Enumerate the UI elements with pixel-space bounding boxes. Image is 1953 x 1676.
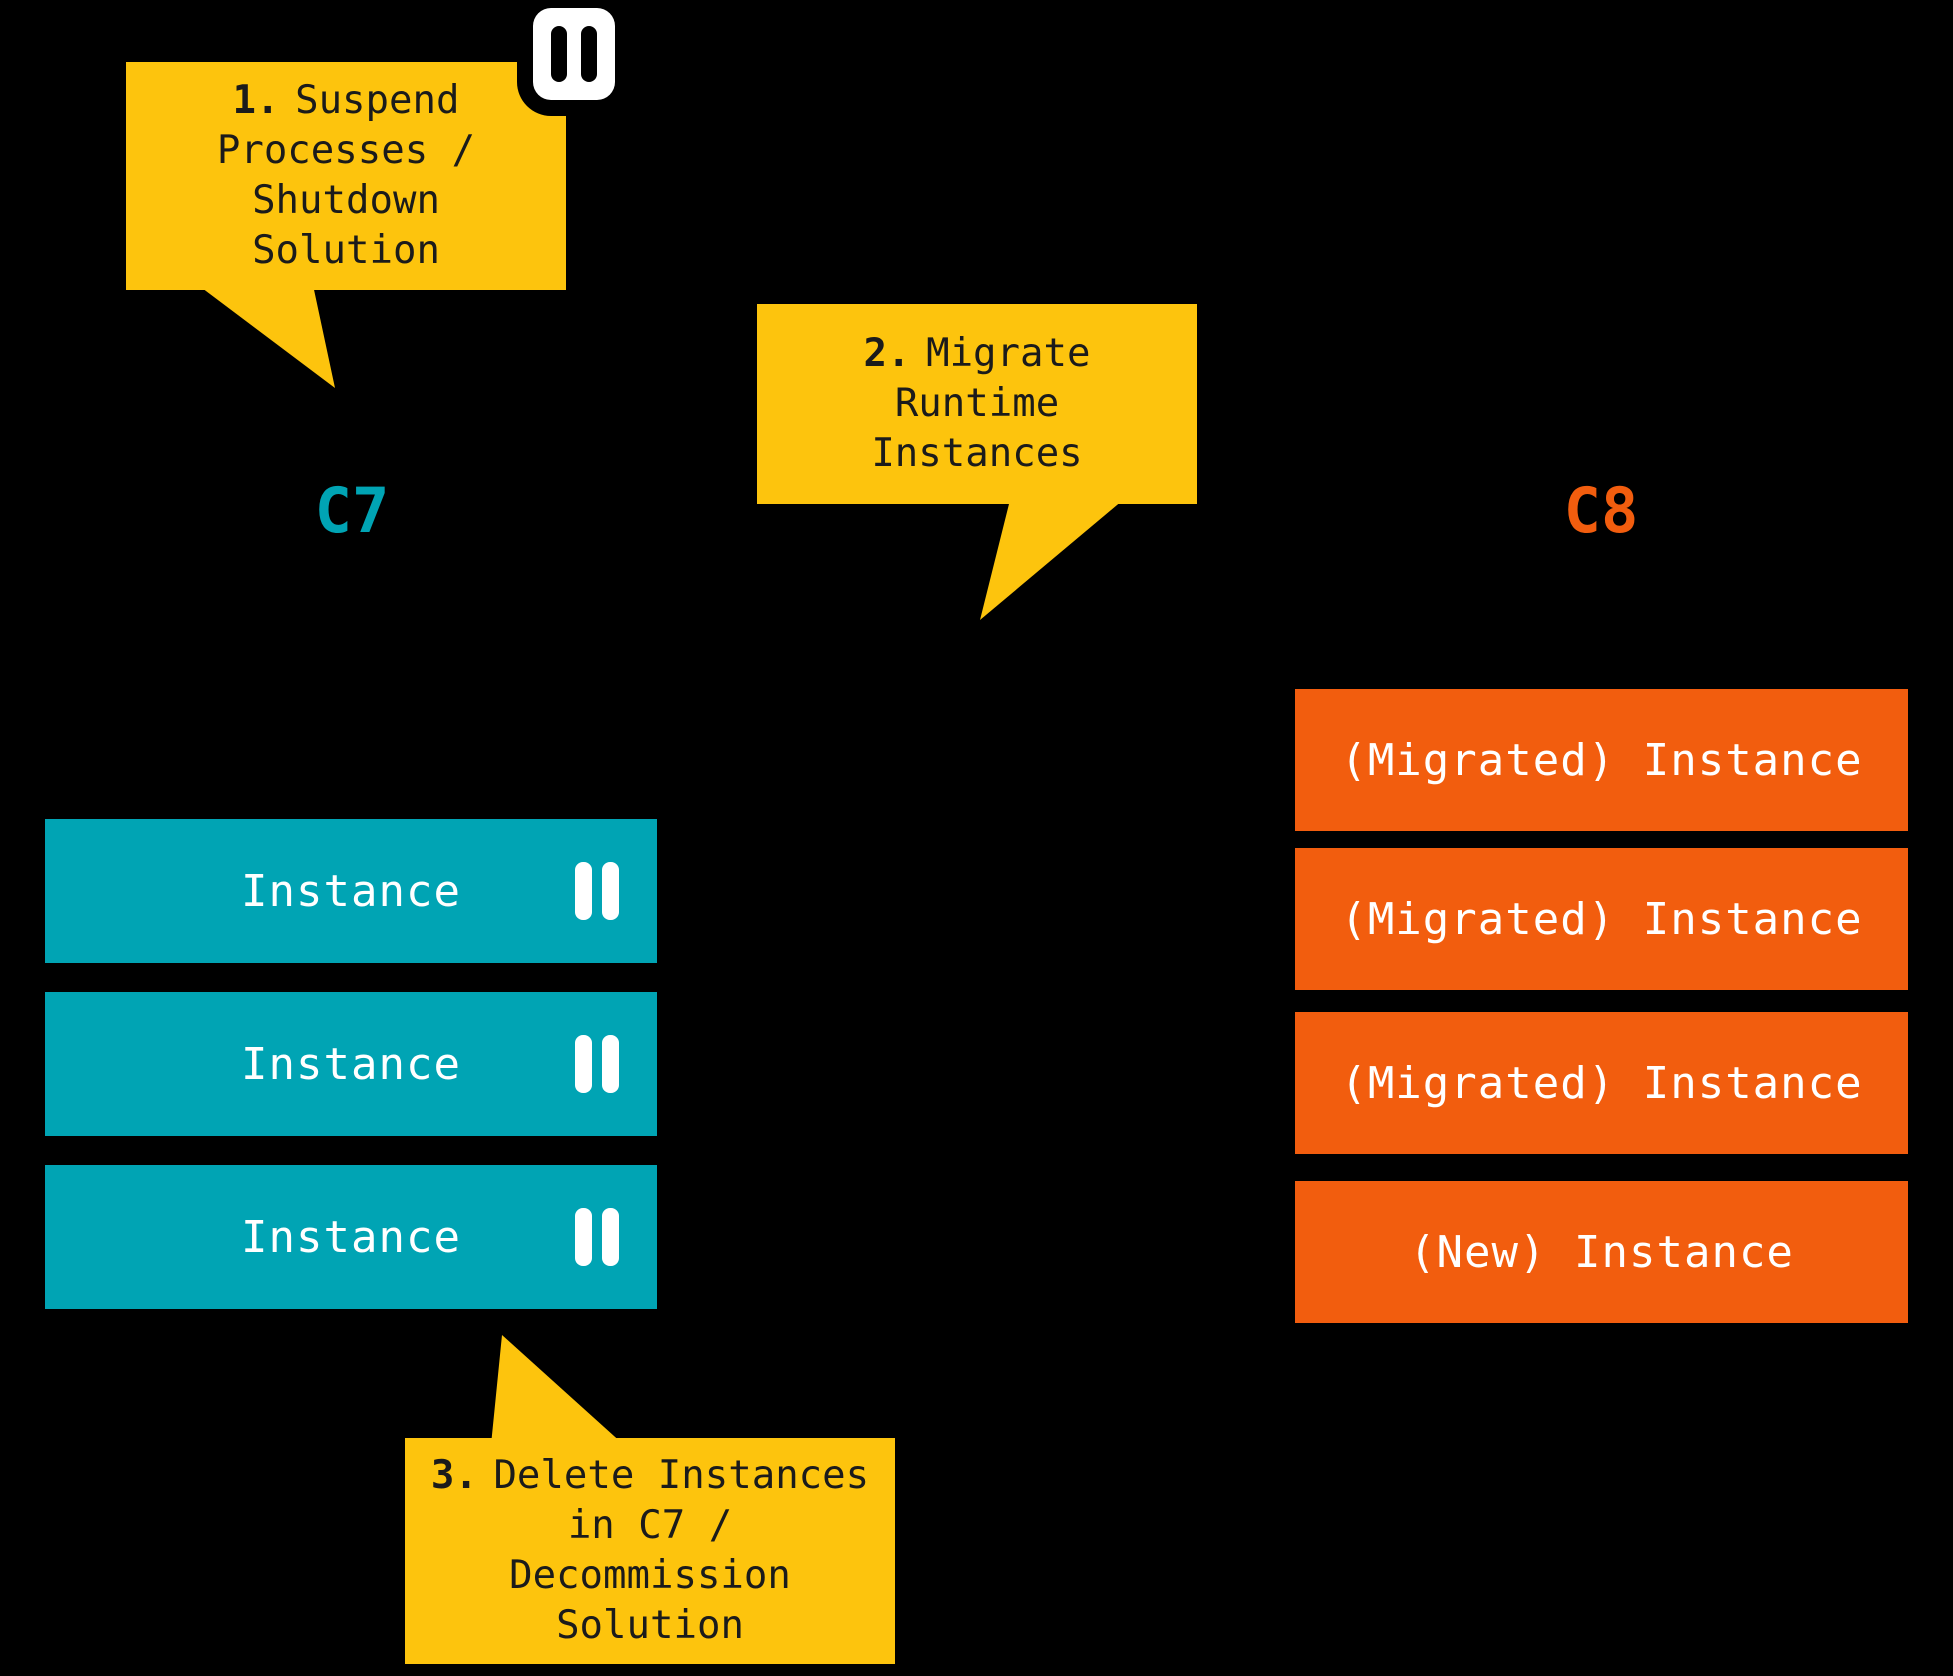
step-number: 1. — [232, 78, 280, 123]
pause-bar — [602, 862, 619, 920]
c8-instance-box: (Migrated) Instance — [1295, 1012, 1908, 1154]
c8-instance-box: (Migrated) Instance — [1295, 848, 1908, 990]
pause-bar — [575, 1035, 592, 1093]
callout-line: Shutdown — [252, 178, 440, 223]
c8-instance-box: (Migrated) Instance — [1295, 689, 1908, 831]
callout-1-tail — [198, 285, 335, 388]
pause-icon — [533, 8, 615, 100]
callout-text: Migrate — [926, 331, 1091, 376]
instance-label: (Migrated) Instance — [1340, 734, 1863, 786]
pause-bar — [602, 1035, 619, 1093]
instance-label: Instance — [241, 1211, 461, 1263]
callout-step-3: 3.Delete Instances in C7 / Decommission … — [405, 1438, 895, 1664]
pause-bar — [575, 862, 592, 920]
callout-line: Processes / — [216, 128, 476, 173]
instance-label: Instance — [241, 865, 461, 917]
step-number: 3. — [430, 1453, 478, 1498]
pause-bar — [602, 1208, 619, 1266]
callout-line: 1. Suspend — [233, 76, 460, 126]
c8-instance-box: (New) Instance — [1295, 1181, 1908, 1323]
c7-instance-box: Instance — [45, 819, 657, 963]
instance-label: (Migrated) Instance — [1340, 1057, 1863, 1109]
instance-label: Instance — [241, 1038, 461, 1090]
c7-column-label: C7 — [314, 474, 390, 547]
callout-step-2: 2. Migrate Runtime Instances — [757, 304, 1197, 504]
pause-bar — [551, 26, 567, 82]
callout-3-tail — [491, 1335, 624, 1445]
callout-line: Solution — [252, 228, 440, 273]
callout-line: in C7 / — [567, 1503, 733, 1548]
instance-label: (New) Instance — [1409, 1226, 1794, 1278]
callout-text: Delete Instances — [493, 1453, 870, 1498]
pause-icon — [575, 1208, 619, 1266]
pause-icon — [575, 862, 619, 920]
callout-text: Suspend — [295, 78, 460, 123]
c7-instance-box: Instance — [45, 992, 657, 1136]
pause-bar — [575, 1208, 592, 1266]
callout-line: Instances — [871, 431, 1083, 476]
callout-step-1: 1. Suspend Processes / Shutdown Solution — [126, 62, 566, 290]
pause-icon — [575, 1035, 619, 1093]
c7-instance-box: Instance — [45, 1165, 657, 1309]
step-number: 2. — [863, 331, 911, 376]
callout-line: Solution — [556, 1603, 744, 1648]
callout-line: Decommission — [509, 1553, 791, 1598]
callout-line: 2. Migrate — [864, 329, 1091, 379]
callout-2-tail — [980, 500, 1123, 620]
instance-label: (Migrated) Instance — [1340, 893, 1863, 945]
pause-bar — [581, 26, 597, 82]
callout-line: Runtime — [894, 381, 1060, 426]
c8-column-label: C8 — [1563, 474, 1639, 547]
callout-line: 3. Delete Instances — [431, 1451, 869, 1501]
